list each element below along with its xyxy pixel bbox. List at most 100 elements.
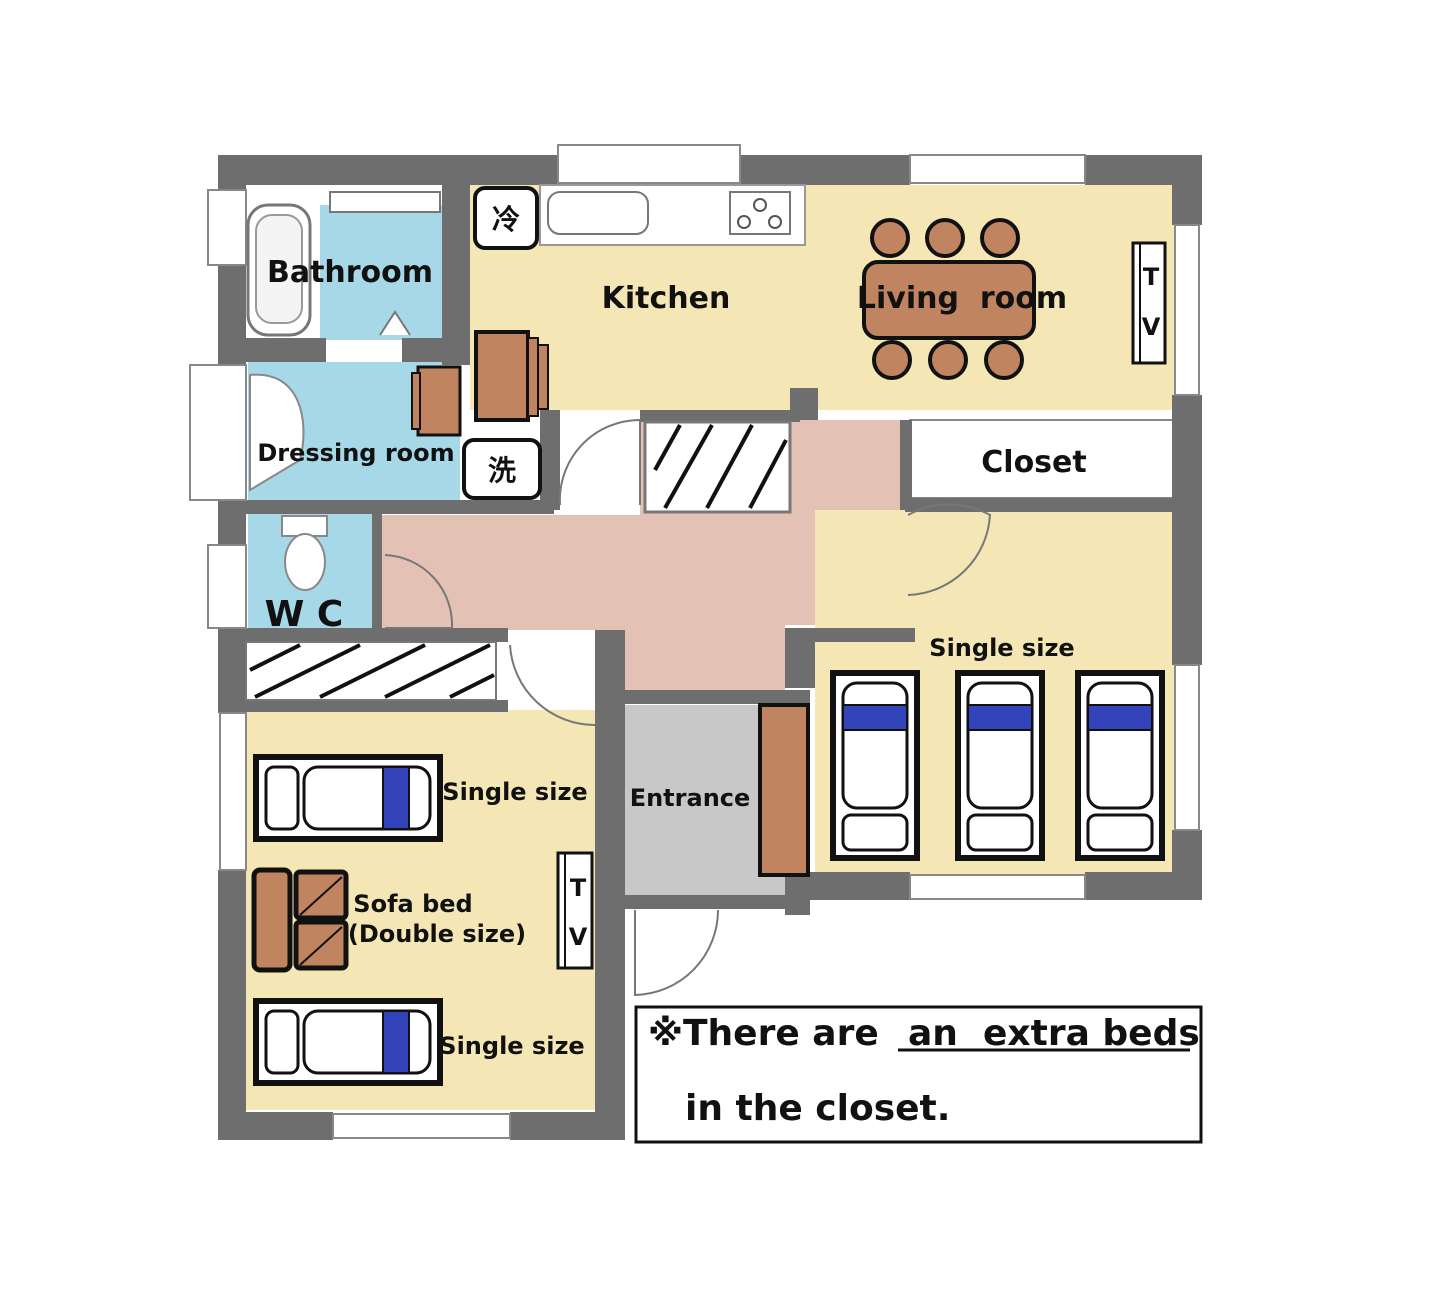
shower-door	[379, 310, 411, 336]
note-line2: in the closet.	[685, 1088, 950, 1129]
window-left-wc	[207, 544, 247, 629]
wall-top-left	[218, 155, 558, 185]
sink	[249, 373, 305, 492]
pillow	[967, 704, 1033, 731]
room-label-kitchen: Kitchen	[602, 281, 731, 316]
washer-box	[462, 438, 542, 500]
room-label-bathroom: Bathroom	[267, 255, 433, 290]
wall-bath-dress2	[402, 338, 470, 362]
window-right-living	[1174, 224, 1200, 396]
wall-left-bottom	[218, 870, 246, 1140]
wall-left-mid3	[218, 628, 246, 713]
window-top-kitchen	[557, 144, 741, 184]
dining-chair	[925, 218, 965, 258]
pillow	[382, 766, 410, 830]
bathroom-fixtures	[246, 191, 441, 337]
sofa-bed	[251, 867, 349, 973]
wall-entrance-bottom	[622, 895, 802, 909]
wall-closet-left	[900, 420, 912, 510]
storage-left	[245, 641, 497, 701]
fridge: 冷	[473, 186, 539, 250]
wall-left-bedroom-right	[595, 630, 625, 1140]
kitchen-chair-back1	[527, 337, 539, 417]
wall-entrance-top	[625, 690, 785, 704]
bathtub-inner	[255, 214, 303, 324]
wall-bottom-left	[218, 1112, 333, 1140]
pillow	[1087, 704, 1153, 731]
window-left-bedroom	[219, 712, 247, 871]
tv-living-v: V	[1142, 313, 1161, 341]
dining-chair	[872, 340, 912, 380]
bed-right-3	[1075, 670, 1165, 861]
dressing-stool	[416, 365, 462, 437]
dining-chair	[980, 218, 1020, 258]
sofa-bed-label-1: Sofa bed	[353, 890, 472, 918]
bed-right-2	[955, 670, 1045, 861]
toilet-bowl	[284, 533, 326, 591]
wall-bed-right-top	[815, 628, 915, 642]
wall-wc-right	[372, 512, 382, 632]
pillow	[382, 1010, 410, 1074]
kitchen-chair-seat	[474, 330, 530, 422]
dressing-stool-back	[411, 372, 421, 430]
washer: 洗	[462, 438, 542, 500]
note-underlined: an extra beds	[908, 1013, 1200, 1054]
bed-left-top	[253, 754, 443, 842]
wall-bedroom-right-bottom2	[1085, 872, 1202, 900]
wall-bath-dress	[246, 338, 326, 362]
wall-left-top	[218, 155, 246, 190]
wall-storage-bottom	[218, 700, 508, 712]
kitchen-chair	[474, 330, 549, 422]
wall-bed-right-left	[785, 628, 815, 688]
dining-chair	[928, 340, 968, 380]
extra-beds-note: ※There are an extra beds in the closet.	[634, 1005, 1203, 1144]
bed-label-left-bottom: Single size	[439, 1032, 584, 1060]
tv-living: T V	[1131, 241, 1167, 365]
room-label-living: Living room	[857, 281, 1067, 316]
dining-table	[862, 260, 1036, 340]
wall-kitchen-closet	[790, 388, 818, 420]
dressing-fixtures	[249, 365, 462, 492]
fridge-glyph: 冷	[492, 203, 520, 236]
wall-hall-kitchen	[540, 410, 560, 510]
room-label-closet: Closet	[981, 445, 1086, 480]
shoe-cabinet	[758, 703, 810, 877]
room-label-wc: W C	[265, 594, 344, 635]
walls	[218, 155, 1202, 1140]
wall-bath-right	[442, 185, 470, 365]
wall-wc-bottom	[218, 628, 508, 642]
bed-label-left-top: Single size	[442, 778, 587, 806]
bathroom-floor	[320, 205, 442, 340]
stairs-box	[643, 420, 792, 514]
tv-living-box	[1131, 241, 1167, 365]
tv-living-t: T	[1143, 263, 1160, 291]
window-bottom-bedroom-left	[332, 1113, 511, 1139]
wall-left-mid2	[218, 500, 246, 545]
note-box	[634, 1005, 1203, 1144]
wall-right-mid	[1172, 395, 1202, 665]
kitchen-chair-back2	[537, 344, 549, 410]
wall-top-mid	[740, 155, 910, 185]
wall-left-mid1	[218, 265, 246, 365]
note-prefix: ※There are	[648, 1013, 879, 1054]
dining-chair	[984, 340, 1024, 380]
door-hall-kitchen	[558, 418, 641, 506]
fridge-box	[473, 186, 539, 250]
wall-stair-frame	[640, 410, 800, 422]
room-label-entrance: Entrance	[630, 784, 751, 812]
bed-label-right: Single size	[929, 634, 1074, 662]
wall-dress-wc	[246, 500, 554, 514]
tv-bedroom-v: V	[569, 923, 588, 951]
bed-left-bottom	[253, 998, 443, 1086]
bed-right-1	[830, 670, 920, 861]
tv-bedroom-box	[556, 851, 594, 970]
window-right-bedroom	[1174, 664, 1200, 831]
doors	[384, 418, 992, 997]
toilet-tank	[281, 515, 328, 537]
tv-bedroom-t: T	[570, 874, 587, 902]
window-bottom-bedroom-right	[909, 874, 1086, 900]
tv-bedroom: T V	[556, 851, 594, 970]
door-entrance	[634, 909, 719, 997]
kitchen-counter	[539, 184, 806, 246]
pillow	[842, 704, 908, 731]
